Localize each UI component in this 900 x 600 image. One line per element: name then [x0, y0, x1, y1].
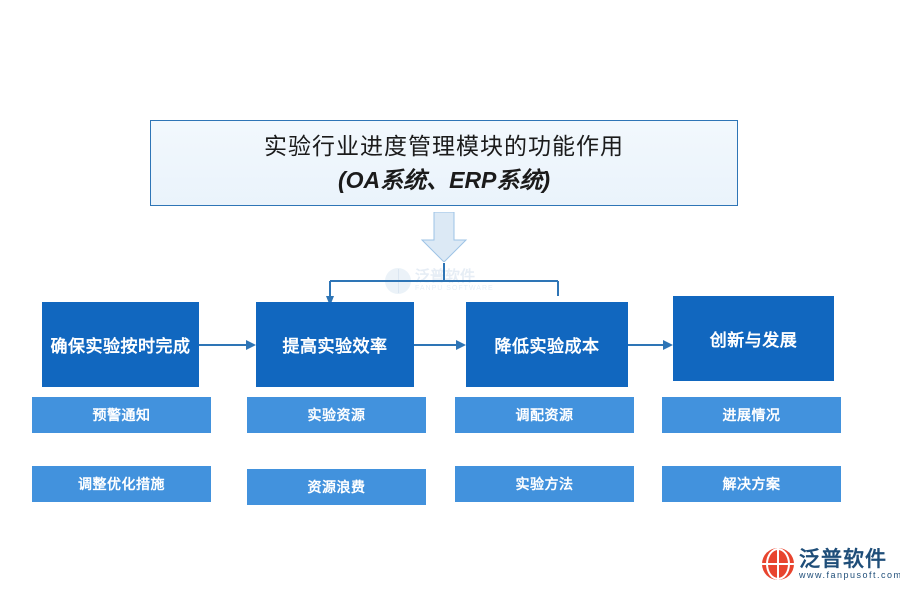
page-title-line-1: 实验行业进度管理模块的功能作用: [264, 133, 624, 159]
sub-box-4-2-label: 解决方案: [722, 476, 781, 492]
sub-box-2-2-label: 资源浪费: [307, 479, 366, 495]
main-box-2[interactable]: 提高实验效率: [256, 302, 414, 387]
watermark-center: 泛普软件 FANPU SOFTWARE: [385, 262, 515, 300]
watermark-globe-icon: [385, 268, 411, 294]
sub-box-4-1[interactable]: 进展情况: [662, 397, 841, 433]
sub-box-1-2[interactable]: 调整优化措施: [32, 466, 211, 502]
brand-url: www.fanpusoft.com: [799, 569, 900, 580]
title-box: 实验行业进度管理模块的功能作用 (OA系统、ERP系统): [150, 120, 738, 206]
brand-logo: 泛普软件 www.fanpusoft.com: [762, 543, 900, 585]
sub-box-3-2[interactable]: 实验方法: [455, 466, 634, 502]
sub-box-3-2-label: 实验方法: [515, 476, 574, 492]
main-box-4-label: 创新与发展: [709, 331, 798, 350]
main-box-4[interactable]: 创新与发展: [673, 296, 834, 381]
main-box-3[interactable]: 降低实验成本: [466, 302, 628, 387]
sub-box-1-1[interactable]: 预警通知: [32, 397, 211, 433]
watermark-text: 泛普软件 FANPU SOFTWARE: [415, 269, 494, 292]
sub-box-4-1-label: 进展情况: [722, 407, 781, 423]
globe-ellipse-icon: [766, 548, 790, 580]
page-title-line-2: (OA系统、ERP系统): [337, 167, 551, 193]
watermark-brand: 泛普软件: [415, 268, 476, 286]
sub-box-4-2[interactable]: 解决方案: [662, 466, 841, 502]
sub-box-2-1-label: 实验资源: [307, 407, 366, 423]
main-box-1[interactable]: 确保实验按时完成: [42, 302, 199, 387]
brand-logo-text: 泛普软件 www.fanpusoft.com: [799, 548, 900, 581]
sub-box-1-1-label: 预警通知: [92, 407, 151, 423]
main-box-3-label: 降低实验成本: [494, 337, 600, 356]
sub-box-3-1-label: 调配资源: [515, 407, 574, 423]
brand-name: 泛普软件: [799, 547, 887, 571]
sub-box-2-1[interactable]: 实验资源: [247, 397, 426, 433]
watermark-brand-sub: FANPU SOFTWARE: [415, 285, 494, 293]
sub-box-3-1[interactable]: 调配资源: [455, 397, 634, 433]
sub-box-1-2-label: 调整优化措施: [78, 476, 165, 492]
sub-box-2-2[interactable]: 资源浪费: [247, 469, 426, 505]
globe-icon: [762, 548, 794, 580]
main-box-2-label: 提高实验效率: [282, 337, 388, 356]
down-arrow-icon: [420, 212, 468, 262]
main-box-1-label: 确保实验按时完成: [50, 337, 191, 356]
